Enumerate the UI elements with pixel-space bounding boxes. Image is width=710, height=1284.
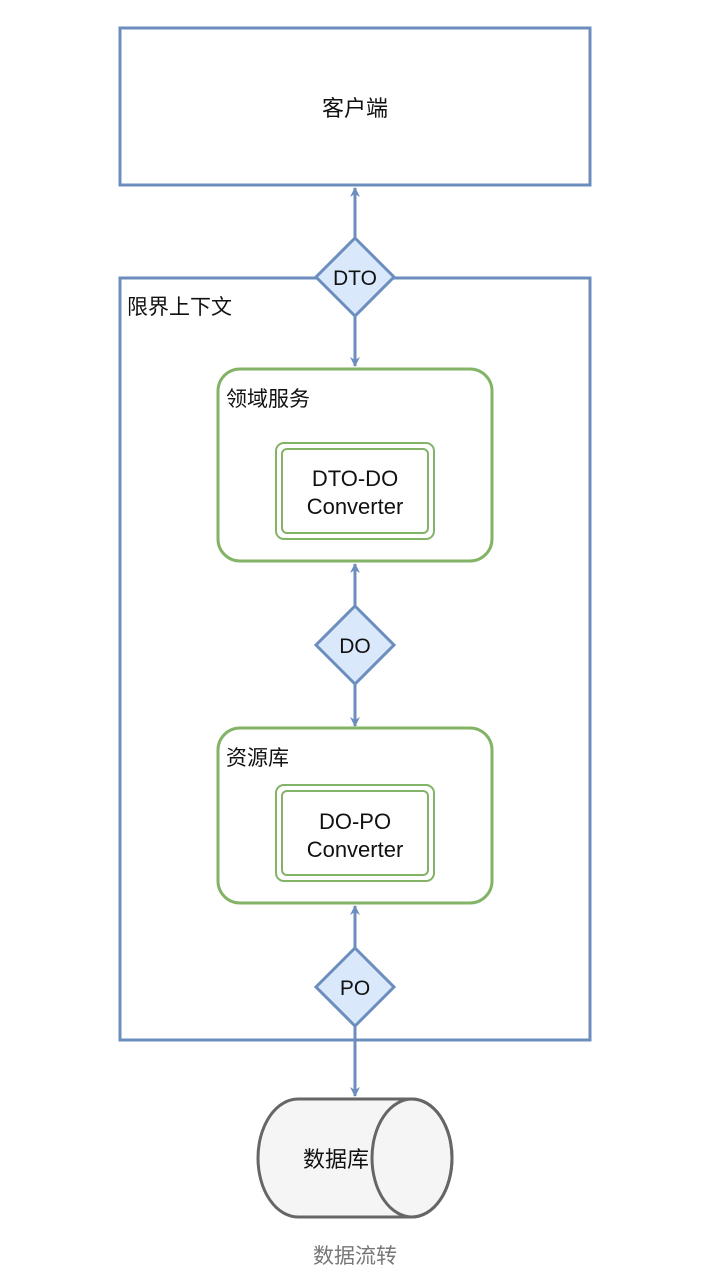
do-diamond: DO	[313, 603, 397, 687]
do-po-converter-line1: DO-PO	[319, 809, 391, 834]
repository-label: 资源库	[226, 746, 289, 770]
po-diamond: PO	[313, 945, 397, 1029]
dto-do-converter-line1: DTO-DO	[312, 466, 398, 491]
po-label: PO	[340, 977, 370, 1000]
dto-do-converter-line2: Converter	[307, 494, 404, 519]
do-po-converter: DO-PO Converter	[275, 784, 435, 882]
client-box: 客户端	[118, 26, 592, 187]
do-po-converter-line2: Converter	[307, 837, 404, 862]
domain-service-label: 领域服务	[226, 387, 310, 411]
database-cylinder: 数据库	[256, 1097, 454, 1219]
do-label: DO	[339, 635, 371, 658]
domain-service-box: 领域服务 DTO-DO Converter	[216, 367, 494, 563]
repository-box: 资源库 DO-PO Converter	[216, 726, 494, 905]
dto-diamond: DTO	[313, 235, 397, 319]
bounded-context-label: 限界上下文	[127, 295, 232, 319]
dto-do-converter: DTO-DO Converter	[275, 442, 435, 540]
dto-label: DTO	[333, 267, 377, 290]
figure-caption: 数据流转	[313, 1244, 397, 1268]
client-label: 客户端	[322, 97, 388, 122]
database-label: 数据库	[303, 1148, 369, 1173]
